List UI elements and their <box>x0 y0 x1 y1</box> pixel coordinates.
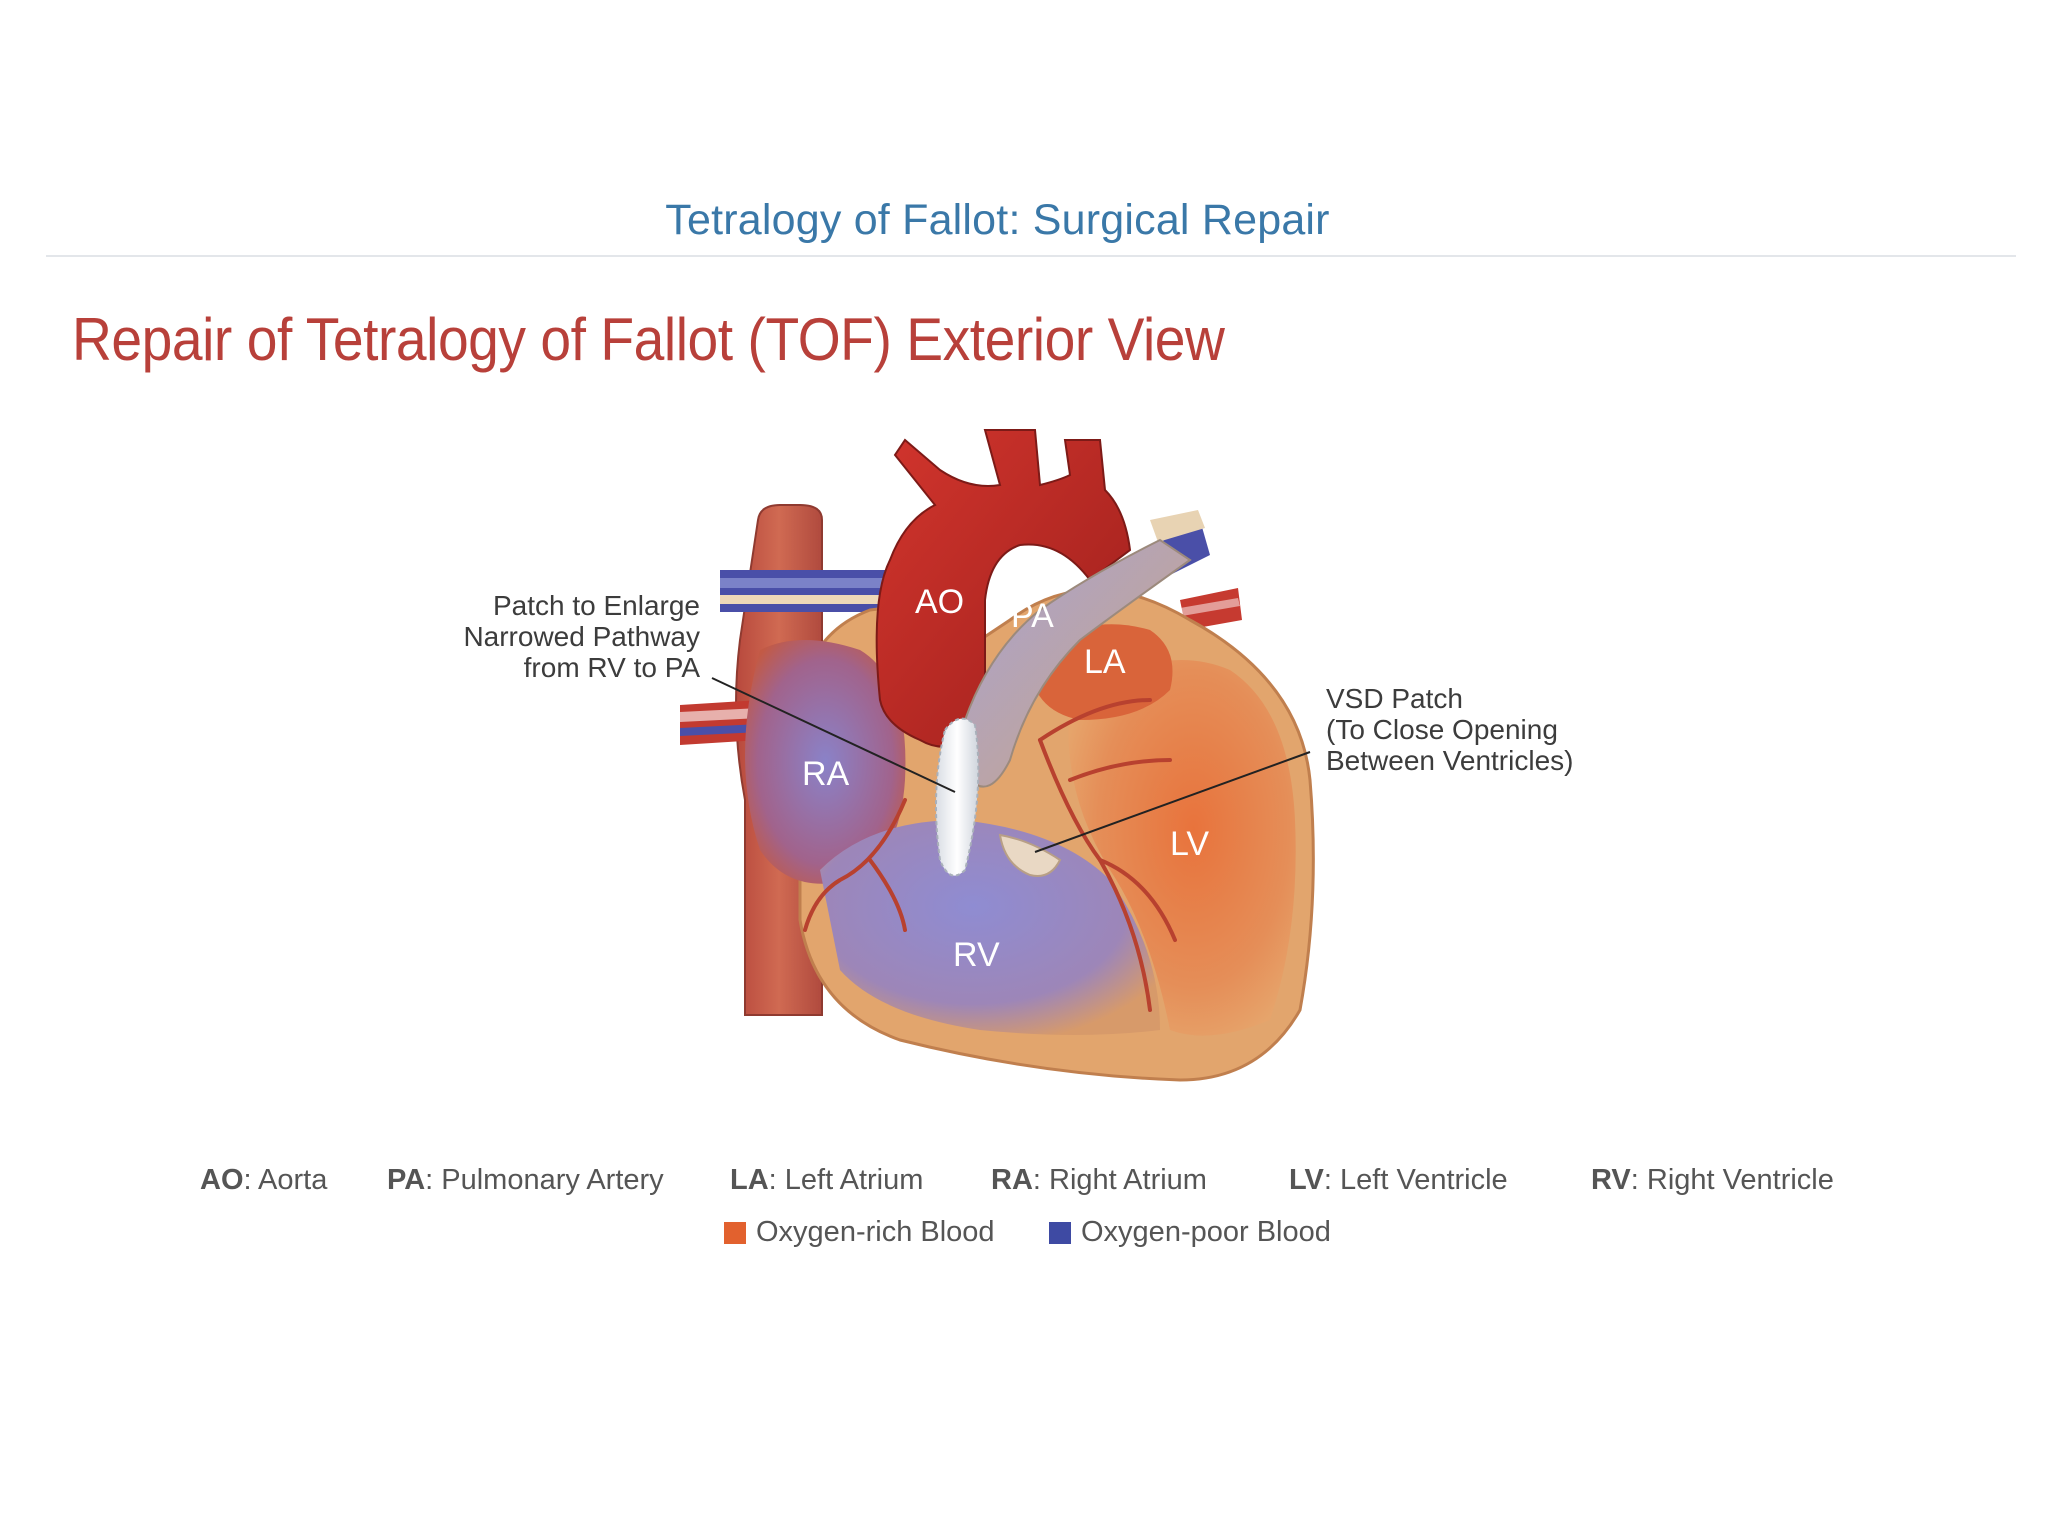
label-rv: RV <box>953 936 1000 974</box>
abbrev-la: LA: Left Atrium <box>730 1164 923 1197</box>
callout-vsd-line-3: Between Ventricles) <box>1326 745 1686 776</box>
legend-oxygen-poor: Oxygen-poor Blood <box>1049 1216 1331 1249</box>
abbrev-ra: RA: Right Atrium <box>991 1164 1207 1197</box>
label-ra: RA <box>802 755 850 793</box>
callout-rvot-patch: Patch to Enlarge Narrowed Pathway from R… <box>360 590 700 683</box>
callout-vsd-patch: VSD Patch (To Close Opening Between Vent… <box>1326 683 1686 776</box>
callout-rvot-line-3: from RV to PA <box>360 652 700 683</box>
abbrev-ao: AO: Aorta <box>200 1164 327 1197</box>
label-ao: AO <box>915 583 964 621</box>
abbrev-lv: LV: Left Ventricle <box>1289 1164 1508 1197</box>
callout-vsd-line-2: (To Close Opening <box>1326 714 1686 745</box>
label-pa: PA <box>1011 597 1054 635</box>
callout-vsd-line-1: VSD Patch <box>1326 683 1686 714</box>
oxygen-poor-swatch <box>1049 1222 1071 1244</box>
blood-legend: Oxygen-rich Blood Oxygen-poor Blood <box>0 1216 2048 1256</box>
label-la: LA <box>1084 643 1126 681</box>
abbrev-rv: RV: Right Ventricle <box>1591 1164 1834 1197</box>
legend-oxygen-rich: Oxygen-rich Blood <box>724 1216 995 1249</box>
callout-rvot-line-1: Patch to Enlarge <box>360 590 700 621</box>
label-lv: LV <box>1170 825 1209 863</box>
abbrev-pa: PA: Pulmonary Artery <box>387 1164 664 1197</box>
abbreviation-key: AO: Aorta PA: Pulmonary Artery LA: Left … <box>200 1164 1856 1204</box>
oxygen-rich-swatch <box>724 1222 746 1244</box>
callout-rvot-line-2: Narrowed Pathway <box>360 621 700 652</box>
